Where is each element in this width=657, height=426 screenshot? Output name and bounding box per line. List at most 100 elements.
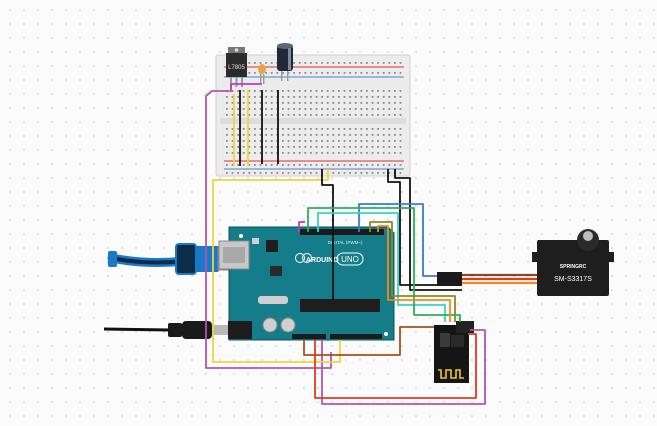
wire-magenta-bb[interactable] xyxy=(230,83,262,90)
breadboard-hole xyxy=(394,134,396,136)
ceramic-capacitor[interactable] xyxy=(258,64,266,84)
breadboard-hole xyxy=(338,102,340,104)
breadboard-hole xyxy=(399,164,402,166)
breadboard-hole xyxy=(298,90,301,92)
breadboard-hole xyxy=(377,114,379,116)
breadboard-hole xyxy=(265,108,267,110)
servo-motor[interactable]: SPRINGRC SM-S3317S xyxy=(532,229,614,296)
breadboard-hole xyxy=(315,134,318,136)
breadboard-hole xyxy=(326,114,329,116)
breadboard-hole xyxy=(332,152,335,154)
breadboard-hole xyxy=(343,140,346,142)
breadboard-hole xyxy=(326,108,329,110)
breadboard-hole xyxy=(382,102,385,104)
arduino-uno[interactable]: DIGITAL (PWM~) ARDUINO UNO xyxy=(218,226,395,341)
breadboard-hole xyxy=(254,172,256,174)
breadboard-hole xyxy=(371,172,374,174)
wire-cyan[interactable] xyxy=(317,212,446,322)
dc-power-cable[interactable] xyxy=(103,321,228,339)
breadboard-hole xyxy=(226,108,228,110)
wire-brown[interactable] xyxy=(303,326,434,356)
breadboard-hole xyxy=(360,62,363,64)
breadboard-hole xyxy=(287,114,290,116)
breadboard-hole xyxy=(287,102,290,104)
breadboard-hole xyxy=(338,96,340,98)
breadboard-hole xyxy=(326,90,329,92)
breadboard-hole xyxy=(388,164,391,166)
breadboard-hole xyxy=(298,152,301,154)
breadboard-hole xyxy=(360,108,363,110)
breadboard-hole xyxy=(394,128,396,130)
breadboard-hole xyxy=(332,164,335,166)
breadboard-hole xyxy=(304,164,307,166)
breadboard-hole xyxy=(382,140,385,142)
breadboard-hole xyxy=(237,128,239,130)
breadboard-hole xyxy=(338,62,340,64)
breadboard-hole xyxy=(399,140,402,142)
wire-black-nrf[interactable] xyxy=(394,169,462,291)
breadboard[interactable] xyxy=(215,54,411,177)
wire-purple-nrf[interactable] xyxy=(321,329,486,405)
wire-magenta[interactable] xyxy=(298,221,305,232)
wire-green[interactable] xyxy=(307,207,461,322)
breadboard-hole xyxy=(248,102,251,104)
breadboard-hole xyxy=(231,134,234,136)
breadboard-hole xyxy=(282,152,284,154)
breadboard-hole xyxy=(338,164,340,166)
breadboard-hole xyxy=(265,152,267,154)
breadboard-hole xyxy=(382,114,385,116)
breadboard-hole xyxy=(366,102,368,104)
voltage-regulator[interactable]: L7805 xyxy=(226,47,247,87)
breadboard-hole xyxy=(315,114,318,116)
breadboard-hole xyxy=(254,134,256,136)
breadboard-hole xyxy=(399,146,402,148)
breadboard-hole xyxy=(377,96,379,98)
breadboard-hole xyxy=(354,96,357,98)
breadboard-hole xyxy=(231,152,234,154)
breadboard-hole xyxy=(377,72,379,74)
wire-orange[interactable] xyxy=(377,225,451,322)
breadboard-hole xyxy=(349,134,351,136)
servo-cable[interactable] xyxy=(437,272,537,286)
breadboard-hole xyxy=(259,134,262,136)
breadboard-hole xyxy=(270,62,273,64)
breadboard-hole xyxy=(242,108,245,110)
breadboard-hole xyxy=(259,146,262,148)
breadboard-hole xyxy=(287,172,290,174)
breadboard-hole xyxy=(310,114,312,116)
breadboard-hole xyxy=(321,164,323,166)
breadboard-hole xyxy=(371,114,374,116)
breadboard-hole xyxy=(248,146,251,148)
breadboard-hole xyxy=(326,128,329,130)
breadboard-hole xyxy=(310,102,312,104)
arduino-model: UNO xyxy=(341,255,359,264)
electrolytic-capacitor[interactable] xyxy=(277,43,293,81)
wire-olive[interactable] xyxy=(369,221,456,322)
breadboard-hole xyxy=(298,114,301,116)
breadboard-hole xyxy=(399,90,402,92)
wire-yellow[interactable] xyxy=(212,169,341,363)
breadboard-hole xyxy=(332,134,335,136)
breadboard-hole xyxy=(310,152,312,154)
breadboard-hole xyxy=(343,62,346,64)
nrf24l01-module[interactable] xyxy=(434,321,474,383)
breadboard-hole xyxy=(321,128,323,130)
usb-cable[interactable] xyxy=(107,243,231,275)
breadboard-hole xyxy=(304,102,307,104)
breadboard-hole xyxy=(315,62,318,64)
breadboard-hole xyxy=(265,114,267,116)
breadboard-hole xyxy=(254,108,256,110)
wire-purple-vin[interactable] xyxy=(205,90,332,369)
breadboard-hole xyxy=(326,62,329,64)
breadboard-hole xyxy=(315,102,318,104)
breadboard-hole xyxy=(242,164,245,166)
breadboard-hole xyxy=(321,108,323,110)
wire-red[interactable] xyxy=(314,333,477,399)
breadboard-hole xyxy=(265,134,267,136)
breadboard-hole xyxy=(399,114,402,116)
wire-black-gnd[interactable] xyxy=(321,169,334,300)
wire-black-servo[interactable] xyxy=(387,169,437,286)
breadboard-hole xyxy=(366,172,368,174)
breadboard-hole xyxy=(332,72,335,74)
